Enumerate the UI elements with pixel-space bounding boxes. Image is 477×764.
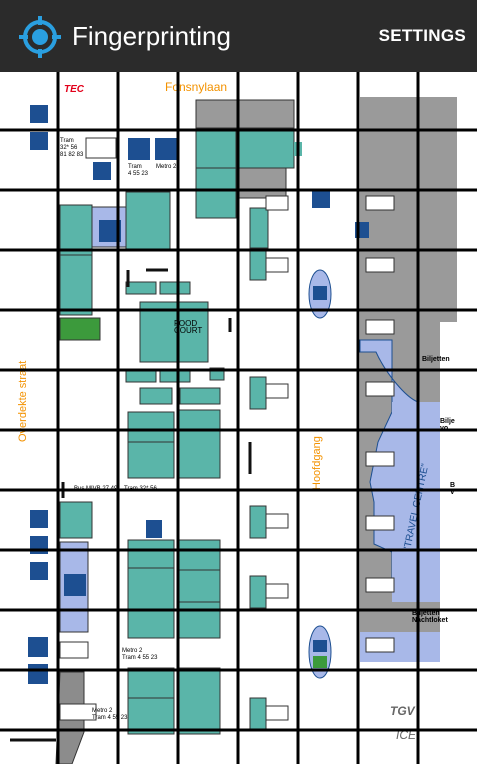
biljetten-nacht-label: Biljetten Nachtloket [412,610,448,624]
bus-mivb-label: Bus MIVB 27 49 [74,486,118,492]
metro-label: Metro 2 [156,164,177,170]
bilje-vo-label: Bilje vo [440,418,455,432]
floor-map[interactable]: Fonsnylaan TEC Overdekte straat Hoofdgan… [0,72,477,764]
metro-tram-bottom-label: Metro 2 Tram 4 55 23 [122,648,158,661]
tec-logo: TEC [64,84,84,95]
b-v-label: B V [450,482,456,496]
tgv-logo: TGV [390,704,415,718]
target-icon [18,15,62,59]
corridor-label: Hoofdgang [311,436,323,490]
street-label-left: Overdekte straat [17,360,29,442]
app-title: Fingerprinting [72,21,231,51]
street-label-top: Fonsnylaan [165,80,228,94]
settings-button[interactable]: SETTINGS [378,26,466,45]
food-court-label: FOOD COURT [174,319,203,335]
metro-tram-bottom-label-2: Metro 2 Tram 4 55 23 [92,708,128,721]
tram-metro-label: Tram 4 55 23 [128,164,149,177]
tram-top-label: Tram 32* 56 81 82 83 [60,138,84,158]
biljetten-label: Biljetten [422,356,450,363]
app-bar: Fingerprinting SETTINGS [0,0,477,72]
tram-mid-label: Tram 32* 56 [124,486,157,492]
floor-plan-drawing [10,97,457,764]
ice-logo: ICE [396,728,417,742]
